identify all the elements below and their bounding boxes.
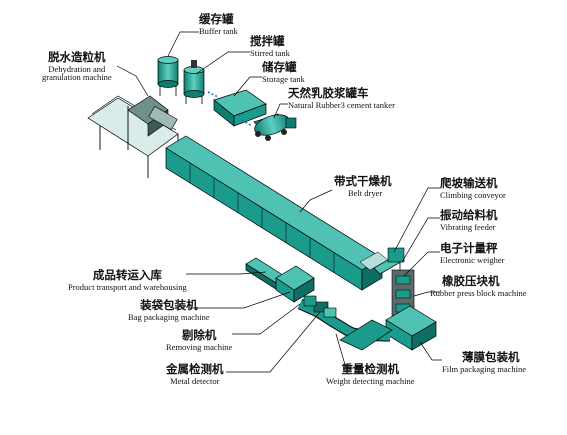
metal-detector-en: Metal detector	[170, 375, 220, 386]
product-transport-en: Product transport and warehousing	[68, 281, 187, 292]
label-cement-tanker: 天然乳胶浆罐车 Natural Rubber3 cement tanker	[288, 86, 395, 110]
weight-detecting-zh: 重量检测机	[341, 362, 400, 376]
buffer-tank-zh: 缓存罐	[199, 12, 234, 26]
dehydration-machine-shape	[87, 95, 179, 178]
label-metal-detector: 金属检测机 Metal detector	[166, 362, 224, 386]
buffer-tank-en: Buffer tank	[199, 25, 238, 36]
belt-dryer-zh: 带式干燥机	[334, 174, 392, 188]
weight-detecting-en: Weight detecting machine	[326, 375, 415, 386]
electronic-weigher-zh: 电子计量秤	[440, 241, 498, 255]
storage-tank-zh: 储存罐	[262, 60, 297, 74]
removing-machine-en: Removing machine	[166, 341, 233, 352]
climbing-conveyor-zh: 爬坡输送机	[440, 176, 498, 190]
dehydration-en-line1: Dehydration and	[48, 63, 106, 74]
label-buffer-tank: 缓存罐 Buffer tank	[199, 12, 238, 36]
label-climbing-conveyor: 爬坡输送机 Climbing conveyor	[440, 176, 506, 200]
film-packaging-zh: 薄膜包装机	[462, 350, 520, 364]
label-product-transport: 成品转运入库 Product transport and warehousing	[68, 268, 187, 292]
label-dehydration-machine: 脱水造粒机 Dehydration and granulation machin…	[42, 50, 112, 82]
label-belt-dryer: 带式干燥机 Belt dryer	[334, 174, 392, 198]
label-vibrating-feeder: 振动给料机 Vibrating feeder	[440, 208, 498, 232]
label-stirred-tank: 搅拌罐 Stirred tank	[250, 34, 290, 58]
label-film-packaging: 薄膜包装机 Film packaging machine	[442, 350, 527, 374]
stirred-tank-shape	[183, 60, 205, 104]
film-packaging-en: Film packaging machine	[442, 363, 527, 374]
cement-tanker-zh: 天然乳胶浆罐车	[288, 86, 369, 100]
product-transport-zh: 成品转运入库	[92, 268, 162, 282]
storage-tank-en: Storage tank	[262, 73, 305, 84]
bag-packaging-en: Bag packaging machine	[128, 311, 210, 322]
label-weight-detecting: 重量检测机 Weight detecting machine	[326, 362, 415, 386]
climbing-conveyor-shape	[373, 247, 405, 275]
stirred-tank-zh: 搅拌罐	[250, 34, 285, 48]
belt-dryer-en: Belt dryer	[348, 187, 383, 198]
cement-tanker-en: Natural Rubber3 cement tanker	[288, 99, 395, 110]
label-bag-packaging: 装袋包装机 Bag packaging machine	[128, 298, 210, 322]
belt-dryer-shape	[165, 135, 389, 291]
dehydration-en-line2: granulation machine	[42, 72, 112, 82]
vibrating-feeder-zh: 振动给料机	[440, 208, 498, 222]
climbing-conveyor-en: Climbing conveyor	[440, 189, 506, 200]
stirred-tank-en: Stirred tank	[250, 47, 290, 58]
removing-machine-zh: 剔除机	[181, 328, 217, 342]
label-storage-tank: 储存罐 Storage tank	[262, 60, 305, 84]
label-electronic-weigher: 电子计量秤 Electronic weigher	[440, 241, 505, 265]
electronic-weigher-en: Electronic weigher	[440, 254, 505, 265]
leader-lines	[116, 31, 442, 373]
label-rubber-press: 橡胶压块机 Rubber press block machine	[430, 274, 527, 298]
film-packaging-shape	[385, 305, 437, 351]
label-removing-machine: 剔除机 Removing machine	[166, 328, 233, 352]
dehydration-zh: 脱水造粒机	[48, 50, 106, 64]
buffer-tank-shape	[157, 56, 179, 96]
metal-detector-zh: 金属检测机	[166, 362, 224, 376]
rubber-press-zh: 橡胶压块机	[442, 274, 500, 288]
cement-tanker-shape	[253, 113, 297, 141]
bag-packaging-zh: 装袋包装机	[140, 298, 198, 312]
rubber-press-en: Rubber press block machine	[430, 287, 527, 298]
vibrating-feeder-en: Vibrating feeder	[440, 221, 496, 232]
